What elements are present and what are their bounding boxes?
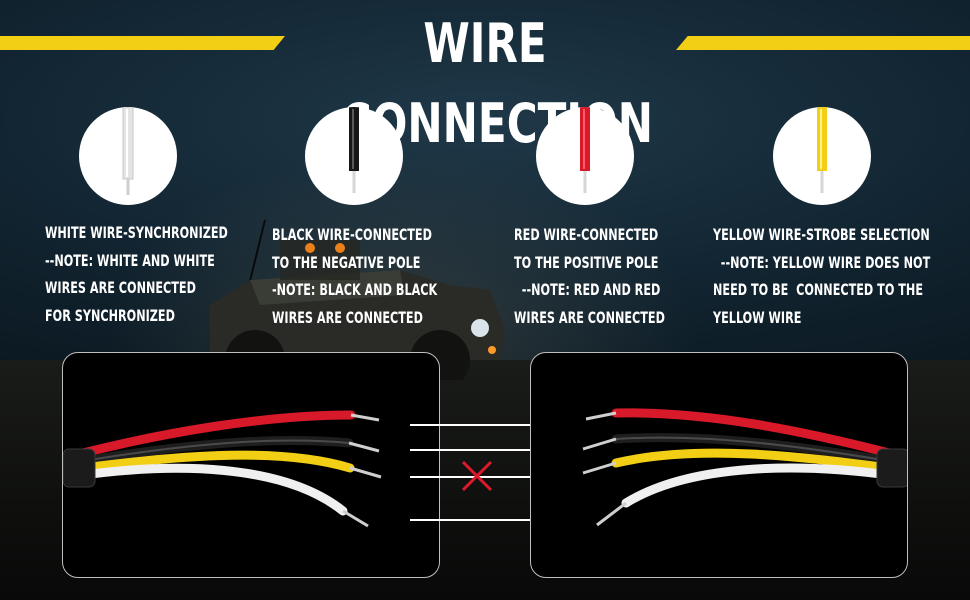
white-wire-icon [79, 107, 177, 205]
left-red-wire-tip [350, 413, 380, 422]
yellow-wire-icon [773, 107, 871, 205]
right-white-wire-tip [596, 501, 627, 527]
right-cable-sheath [876, 448, 907, 488]
jeep-vehicle-icon [210, 219, 505, 380]
red-wire-icon [536, 107, 634, 205]
left-wire-bundle [63, 410, 382, 528]
white-wire-description: WHITE WIRE-SYNCHRONIZED--NOTE: WHITE AND… [45, 223, 228, 325]
left-yellow-wire-tip [349, 466, 382, 479]
left-black-wire-tip [348, 441, 380, 453]
right-red-wire [611, 408, 894, 458]
left-cable-sheath [63, 448, 96, 488]
title-accent-bar-right [676, 36, 970, 50]
right-wire-bundle [582, 408, 907, 527]
right-wire-panel [530, 352, 908, 578]
left-white-wire-tip [342, 509, 369, 528]
right-yellow-wire [611, 448, 894, 473]
connection-lines [410, 424, 547, 521]
black-wire-icon [305, 107, 403, 205]
title-accent-bar-left [0, 36, 285, 50]
right-black-wire-shine [615, 436, 890, 462]
right-white-wire [621, 463, 894, 508]
left-white-wire [78, 463, 348, 516]
left-black-wire-shine [82, 439, 350, 462]
x-mark-icon [461, 460, 493, 492]
right-yellow-wire-tip [582, 461, 617, 475]
left-yellow-wire [78, 450, 355, 473]
left-red-wire [78, 410, 356, 458]
right-black-wire-tip [582, 437, 617, 451]
yellow-wire-description: YELLOW WIRE-STROBE SELECTION --NOTE: YEL… [713, 225, 931, 327]
right-red-wire-tip [585, 411, 617, 421]
left-wire-panel [62, 352, 440, 578]
